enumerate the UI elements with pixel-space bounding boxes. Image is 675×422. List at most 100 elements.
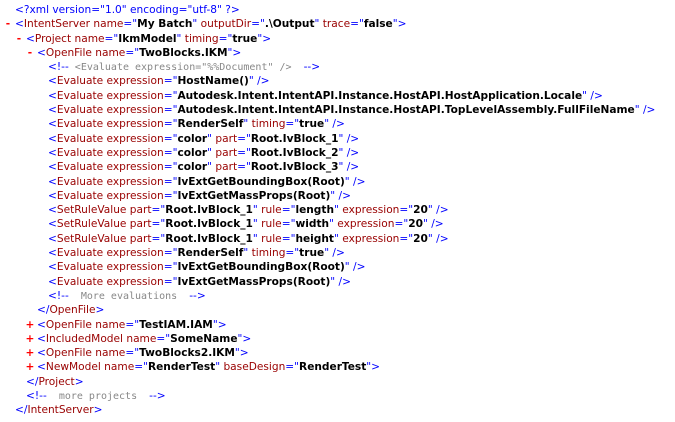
xml-line: </IntentServer> — [0, 403, 675, 417]
xml-markup: " — [207, 161, 213, 174]
xml-name: timing — [248, 247, 286, 260]
xml-name: Evaluate expression — [56, 275, 164, 288]
collapse-toggle[interactable]: - — [5, 18, 11, 31]
xml-name: Evaluate expression — [56, 261, 164, 274]
xml-markup: =" — [394, 218, 409, 231]
xml-markup: " /> — [338, 132, 360, 145]
xml-markup: </ — [26, 375, 39, 388]
xml-line: -<Project name="IkmModel" timing="true"> — [0, 32, 675, 46]
xml-markup: =" — [163, 118, 178, 131]
expand-toggle[interactable]: + — [25, 332, 35, 345]
xml-value: width — [295, 218, 330, 231]
xml-name: expression — [333, 218, 395, 231]
xml-value: SomeName — [170, 332, 238, 345]
xml-line: <!-- More evaluations --> — [0, 289, 675, 303]
xml-markup: =" — [281, 218, 296, 231]
xml-value: height — [295, 232, 335, 245]
xml-name: NewModel name — [45, 361, 135, 374]
xml-markup: " — [252, 232, 258, 245]
xml-markup: "> — [392, 18, 407, 31]
xml-markup: < — [48, 232, 57, 245]
xml-value: false — [363, 18, 393, 31]
xml-markup: =" — [163, 247, 178, 260]
xml-line: +<IncludedModel name="SomeName"> — [0, 332, 675, 346]
collapse-toggle[interactable]: - — [16, 32, 22, 45]
expand-toggle[interactable]: + — [25, 347, 35, 360]
xml-line: <Evaluate expression="color" part="Root.… — [0, 132, 675, 146]
xml-markup: =" — [163, 161, 178, 174]
xml-markup: "> — [237, 332, 252, 345]
xml-markup: < — [48, 89, 57, 102]
xml-name: rule — [257, 232, 282, 245]
xml-name: Evaluate expression — [56, 146, 164, 159]
xml-markup: " /> — [338, 146, 360, 159]
xml-markup: " — [176, 32, 182, 45]
xml-line: <Evaluate expression="IvExtGetBoundingBo… — [0, 260, 675, 274]
xml-markup: " /> — [634, 104, 656, 117]
expand-toggle[interactable]: + — [25, 318, 35, 331]
xml-markup: " — [207, 132, 213, 145]
xml-line: +<OpenFile name="TwoBlocks2.IKM"> — [0, 346, 675, 360]
xml-markup: " — [207, 146, 213, 159]
xml-value: 20 — [413, 232, 428, 245]
xml-markup: "> — [234, 347, 249, 360]
xml-line: <Evaluate expression="IvExtGetMassProps(… — [0, 275, 675, 289]
xml-comment: More evaluations — [68, 290, 190, 302]
xml-markup: =" — [399, 232, 414, 245]
xml-value: color — [177, 146, 208, 159]
xml-markup: > — [93, 404, 103, 417]
xml-name: part — [212, 146, 238, 159]
xml-comment: more projects — [46, 391, 150, 403]
xml-value: RenderSelf — [177, 247, 244, 260]
xml-markup: "> — [257, 32, 272, 45]
xml-markup: " — [329, 218, 334, 231]
xml-markup: < — [48, 175, 57, 188]
xml-name: timing — [248, 118, 286, 131]
xml-markup: =" — [237, 161, 251, 174]
xml-markup: < — [48, 189, 57, 202]
collapse-toggle[interactable]: - — [27, 46, 33, 59]
xml-line: </OpenFile> — [0, 303, 675, 317]
xml-name: Evaluate expression — [56, 75, 164, 88]
xml-value: HostName() — [177, 75, 249, 88]
xml-markup: =" — [237, 132, 251, 145]
xml-name: Evaluate expression — [56, 247, 164, 260]
xml-markup: =" — [163, 89, 178, 102]
xml-line: <Evaluate expression="IvExtGetBoundingBo… — [0, 175, 675, 189]
xml-markup: =" — [125, 318, 140, 331]
xml-name: Evaluate expression — [56, 132, 164, 145]
xml-value: Autodesk.Intent.IntentAPI.Instance.HostA… — [177, 104, 635, 117]
xml-comment: <Evaluate expression="%%Document" /> — [68, 62, 304, 74]
xml-markup: " /> — [324, 247, 345, 260]
xml-value: length — [295, 204, 335, 217]
xml-value: true — [299, 247, 325, 260]
xml-markup: " /> — [344, 175, 366, 188]
xml-name: Evaluate expression — [56, 89, 164, 102]
xml-markup: > — [74, 375, 84, 388]
xml-markup: =" — [285, 118, 300, 131]
xml-value: Root.IvBlock_3 — [250, 161, 339, 174]
xml-name: Evaluate expression — [56, 189, 164, 202]
xml-name: OpenFile name — [45, 46, 126, 59]
xml-markup: =" — [285, 247, 300, 260]
xml-markup: "> — [212, 318, 227, 331]
xml-name: IntentServer name — [23, 18, 124, 31]
xml-value: IvExtGetBoundingBox(Root) — [177, 175, 345, 188]
xml-markup: < — [48, 275, 57, 288]
xml-markup: < — [37, 361, 46, 374]
xml-value: Autodesk.Intent.IntentAPI.Instance.HostA… — [177, 89, 583, 102]
xml-name: Project — [38, 375, 75, 388]
xml-markup: =" — [163, 261, 178, 274]
xml-name: Evaluate expression — [56, 104, 164, 117]
xml-markup: =" — [123, 18, 138, 31]
expand-toggle[interactable]: + — [25, 361, 35, 374]
xml-markup: " — [314, 18, 320, 31]
xml-markup: < — [48, 118, 57, 131]
xml-markup: < — [48, 146, 57, 159]
xml-line: <SetRuleValue part="Root.IvBlock_1" rule… — [0, 203, 675, 217]
xml-line: <Evaluate expression="HostName()" /> — [0, 74, 675, 88]
xml-name: part — [212, 132, 238, 145]
xml-markup: =" — [163, 104, 178, 117]
xml-value: Root.IvBlock_1 — [250, 132, 339, 145]
xml-value: color — [177, 132, 208, 145]
